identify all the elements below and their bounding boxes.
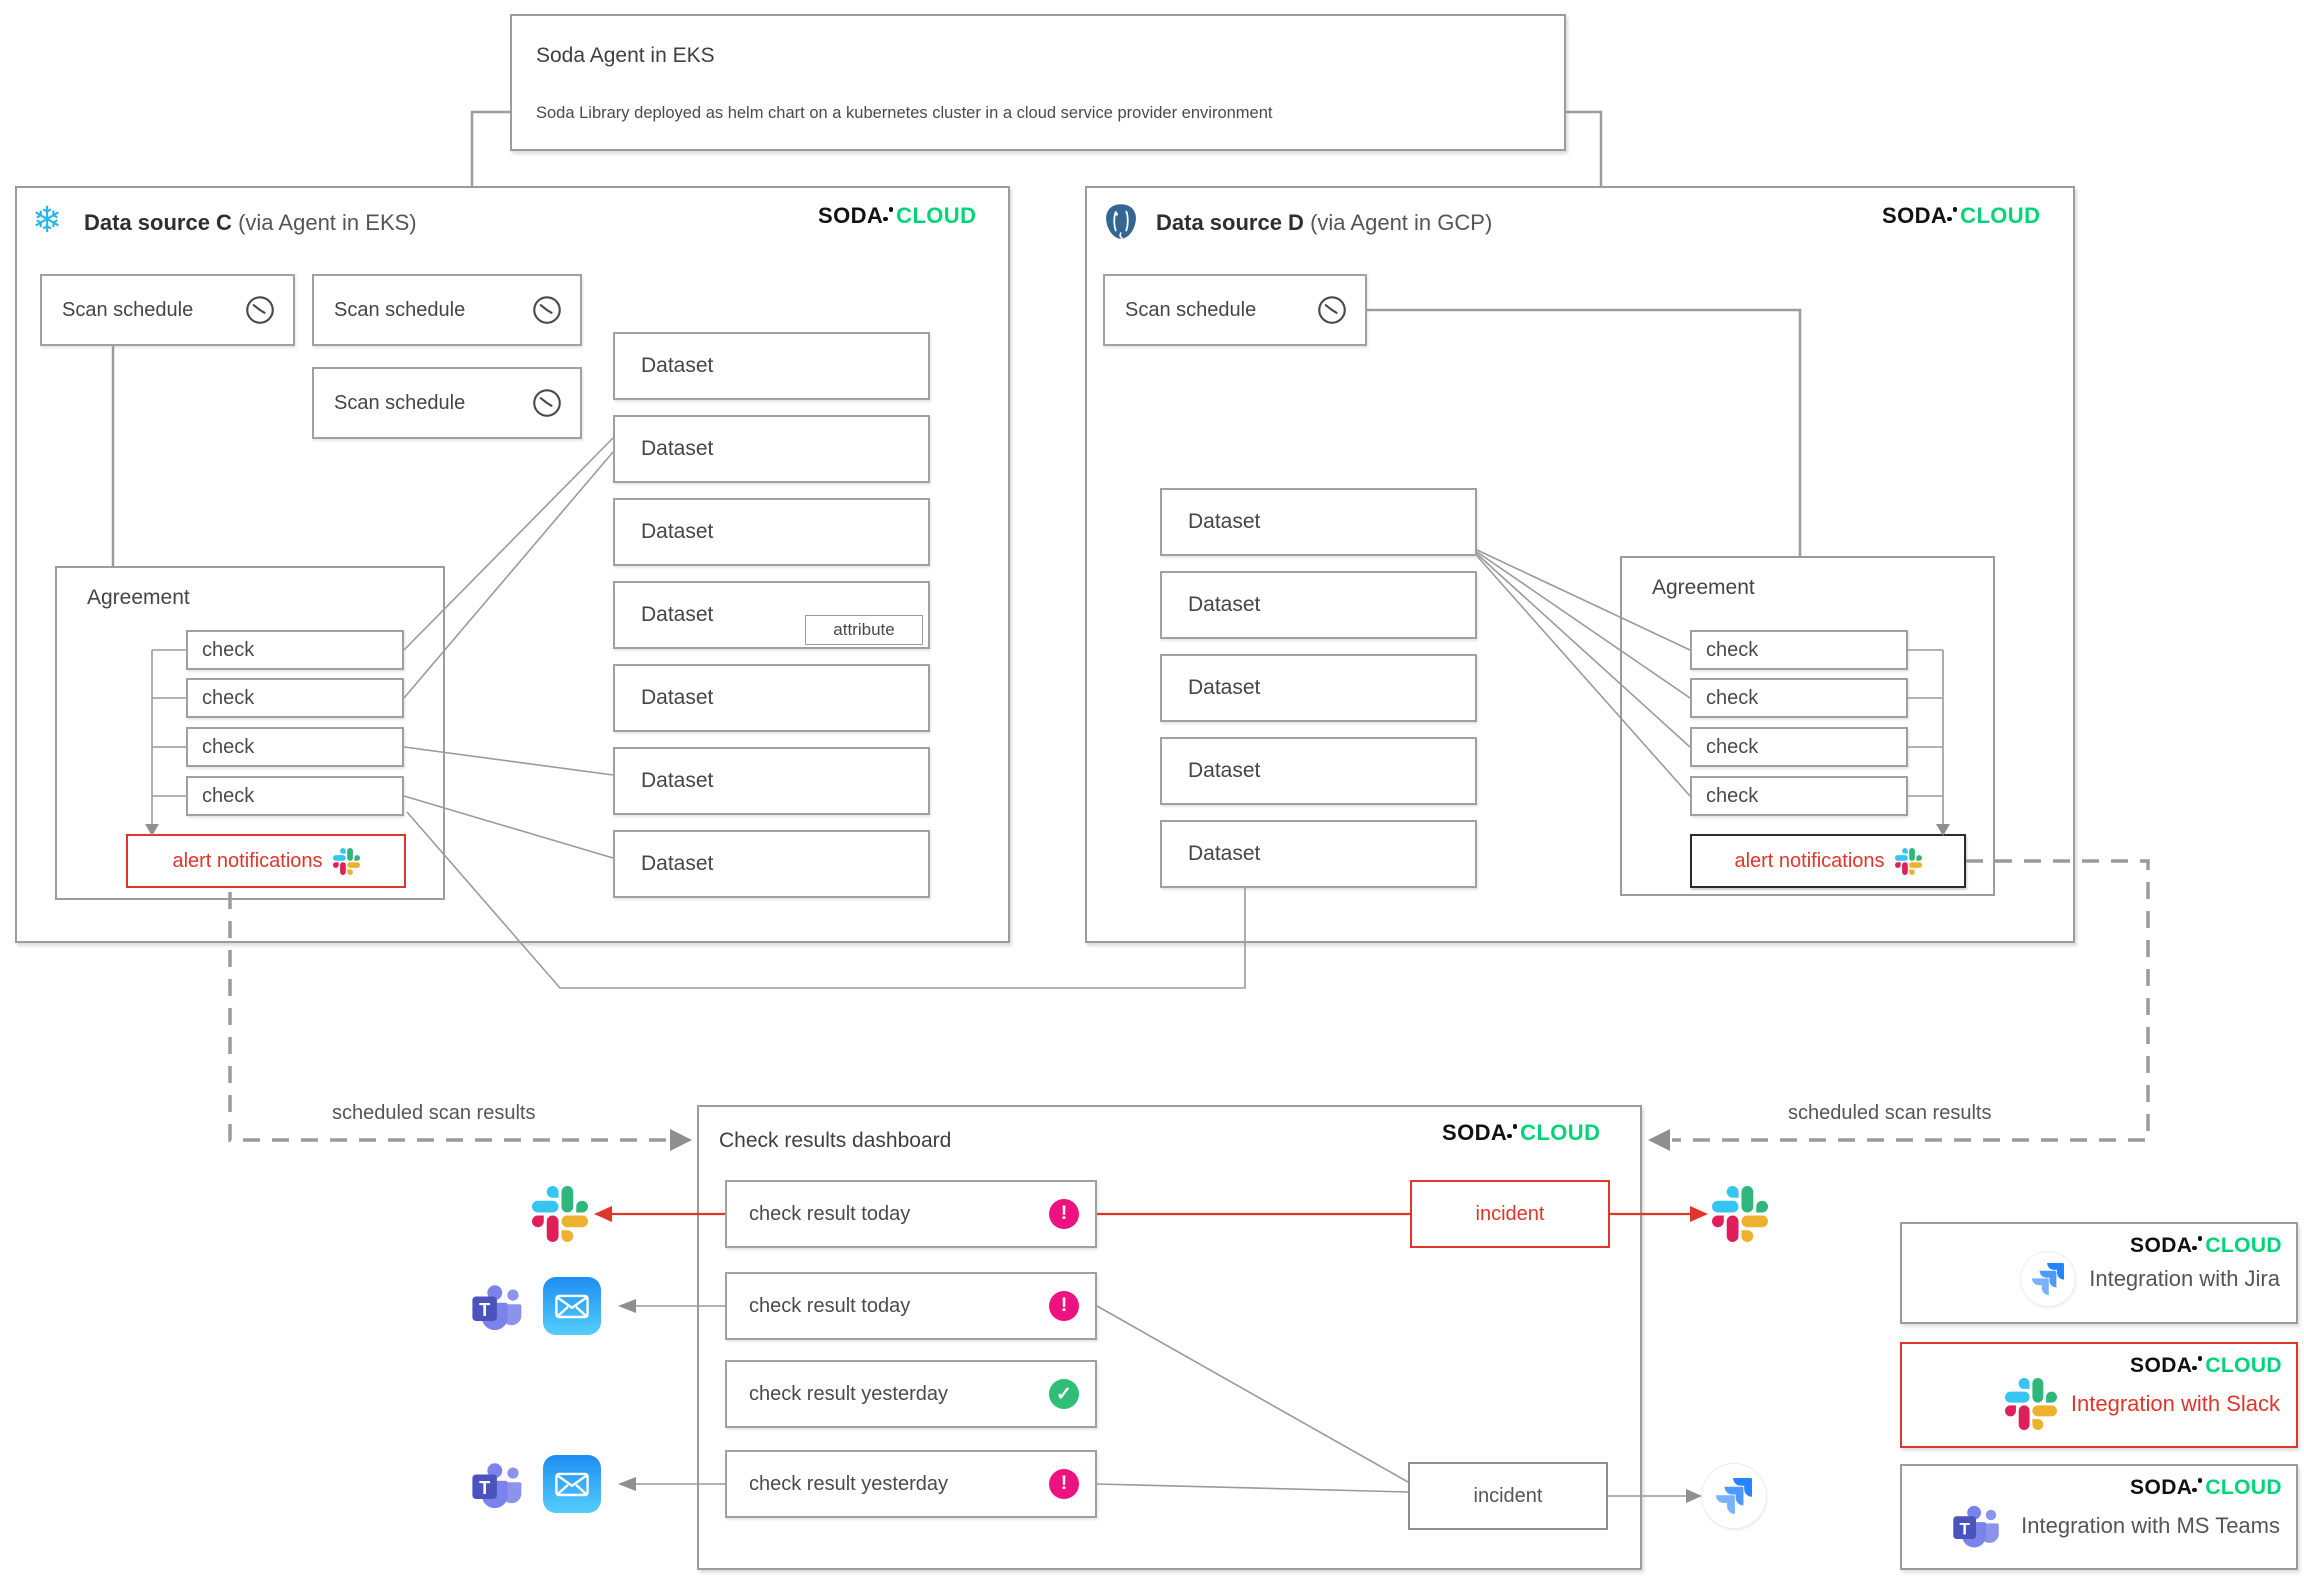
datasource-c-via: (via Agent in EKS): [238, 210, 417, 235]
scan-schedule-c2: Scan schedule: [312, 274, 582, 346]
agreement-d-title: Agreement: [1652, 576, 1755, 599]
fail-badge-icon: !: [1049, 1291, 1079, 1321]
datasource-d-via: (via Agent in GCP): [1310, 210, 1493, 235]
dataset-box: Dataset: [1160, 737, 1477, 805]
incident-box-gray: incident: [1408, 1462, 1608, 1530]
scan-schedule-d1: Scan schedule: [1103, 274, 1367, 346]
soda-logo-dots: [883, 205, 894, 223]
slack-icon: [1712, 1186, 1768, 1242]
dataset-box: Dataset: [613, 498, 930, 566]
integration-label: Integration with MS Teams: [2021, 1513, 2280, 1538]
soda-agent-box: Soda Agent in EKS Soda Library deployed …: [510, 14, 1566, 151]
datasource-d-name: Data source D: [1156, 210, 1304, 235]
scan-schedule-c3: Scan schedule: [312, 367, 582, 439]
ms-teams-icon: T: [1949, 1500, 2007, 1552]
dataset-box: Dataset: [1160, 488, 1477, 556]
clock-icon: [530, 293, 564, 327]
slack-icon: [1894, 847, 1922, 875]
dataset-box: Dataset: [613, 747, 930, 815]
check-result-row: check result today !: [725, 1180, 1097, 1248]
attribute-box: attribute: [805, 615, 923, 645]
check-box: check: [186, 727, 404, 767]
check-box: check: [186, 630, 404, 670]
svg-text:T: T: [1960, 1519, 1971, 1538]
check-result-row: check result today !: [725, 1272, 1097, 1340]
dataset-box: Dataset: [1160, 654, 1477, 722]
jira-icon: [1702, 1464, 1766, 1528]
svg-text:T: T: [479, 1478, 490, 1498]
check-box: check: [186, 678, 404, 718]
dataset-box: Dataset: [1160, 571, 1477, 639]
scan-schedule-c1: Scan schedule: [40, 274, 295, 346]
mail-icon: [543, 1455, 601, 1513]
clock-icon: [243, 293, 277, 327]
datasource-c-title: Data source C (via Agent in EKS): [84, 210, 417, 236]
slack-icon: [532, 1186, 588, 1242]
check-result-row: check result yesterday ✓: [725, 1360, 1097, 1428]
soda-logo-dots: [1507, 1122, 1518, 1140]
soda-agent-title: Soda Agent in EKS: [536, 44, 715, 67]
scheduled-scan-results-label-left: scheduled scan results: [332, 1102, 536, 1124]
integration-label: Integration with Slack: [2070, 1391, 2280, 1416]
soda-logo-dots: [1947, 205, 1958, 223]
slack-icon: [2004, 1378, 2057, 1430]
soda-agent-subtitle: Soda Library deployed as helm chart on a…: [536, 104, 1273, 122]
fail-badge-icon: !: [1049, 1469, 1079, 1499]
dataset-box: Dataset: [613, 415, 930, 483]
datasource-c-name: Data source C: [84, 210, 232, 235]
check-box: check: [1690, 776, 1908, 816]
alert-notifications-c: alert notifications: [126, 834, 406, 888]
dashboard-title: Check results dashboard: [719, 1129, 952, 1152]
slack-icon: [332, 847, 360, 875]
check-box: check: [1690, 727, 1908, 767]
alert-notifications-d: alert notifications: [1690, 834, 1966, 888]
agreement-c-title: Agreement: [87, 586, 190, 609]
snowflake-icon: ❄: [32, 199, 63, 240]
dataset-box: Dataset: [613, 664, 930, 732]
check-box: check: [186, 776, 404, 816]
dataset-box: Dataset: [613, 830, 930, 898]
check-box: check: [1690, 630, 1908, 670]
pass-badge-icon: ✓: [1049, 1379, 1079, 1409]
clock-icon: [1315, 293, 1349, 327]
svg-text:T: T: [479, 1300, 490, 1320]
ms-teams-icon: T: [468, 1457, 530, 1513]
datasource-d-title: Data source D (via Agent in GCP): [1156, 210, 1492, 236]
postgresql-icon: [1100, 200, 1142, 242]
scheduled-scan-results-label-right: scheduled scan results: [1788, 1102, 1992, 1124]
fail-badge-icon: !: [1049, 1199, 1079, 1229]
dataset-box: Dataset: [613, 332, 930, 400]
check-box: check: [1690, 678, 1908, 718]
integration-label: Integration with Jira: [2089, 1266, 2280, 1291]
check-result-row: check result yesterday !: [725, 1450, 1097, 1518]
dataset-box: Dataset: [1160, 820, 1477, 888]
clock-icon: [530, 386, 564, 420]
incident-box-red: incident: [1410, 1180, 1610, 1248]
mail-icon: [543, 1277, 601, 1335]
ms-teams-icon: T: [468, 1279, 530, 1335]
jira-icon: [2021, 1252, 2076, 1306]
